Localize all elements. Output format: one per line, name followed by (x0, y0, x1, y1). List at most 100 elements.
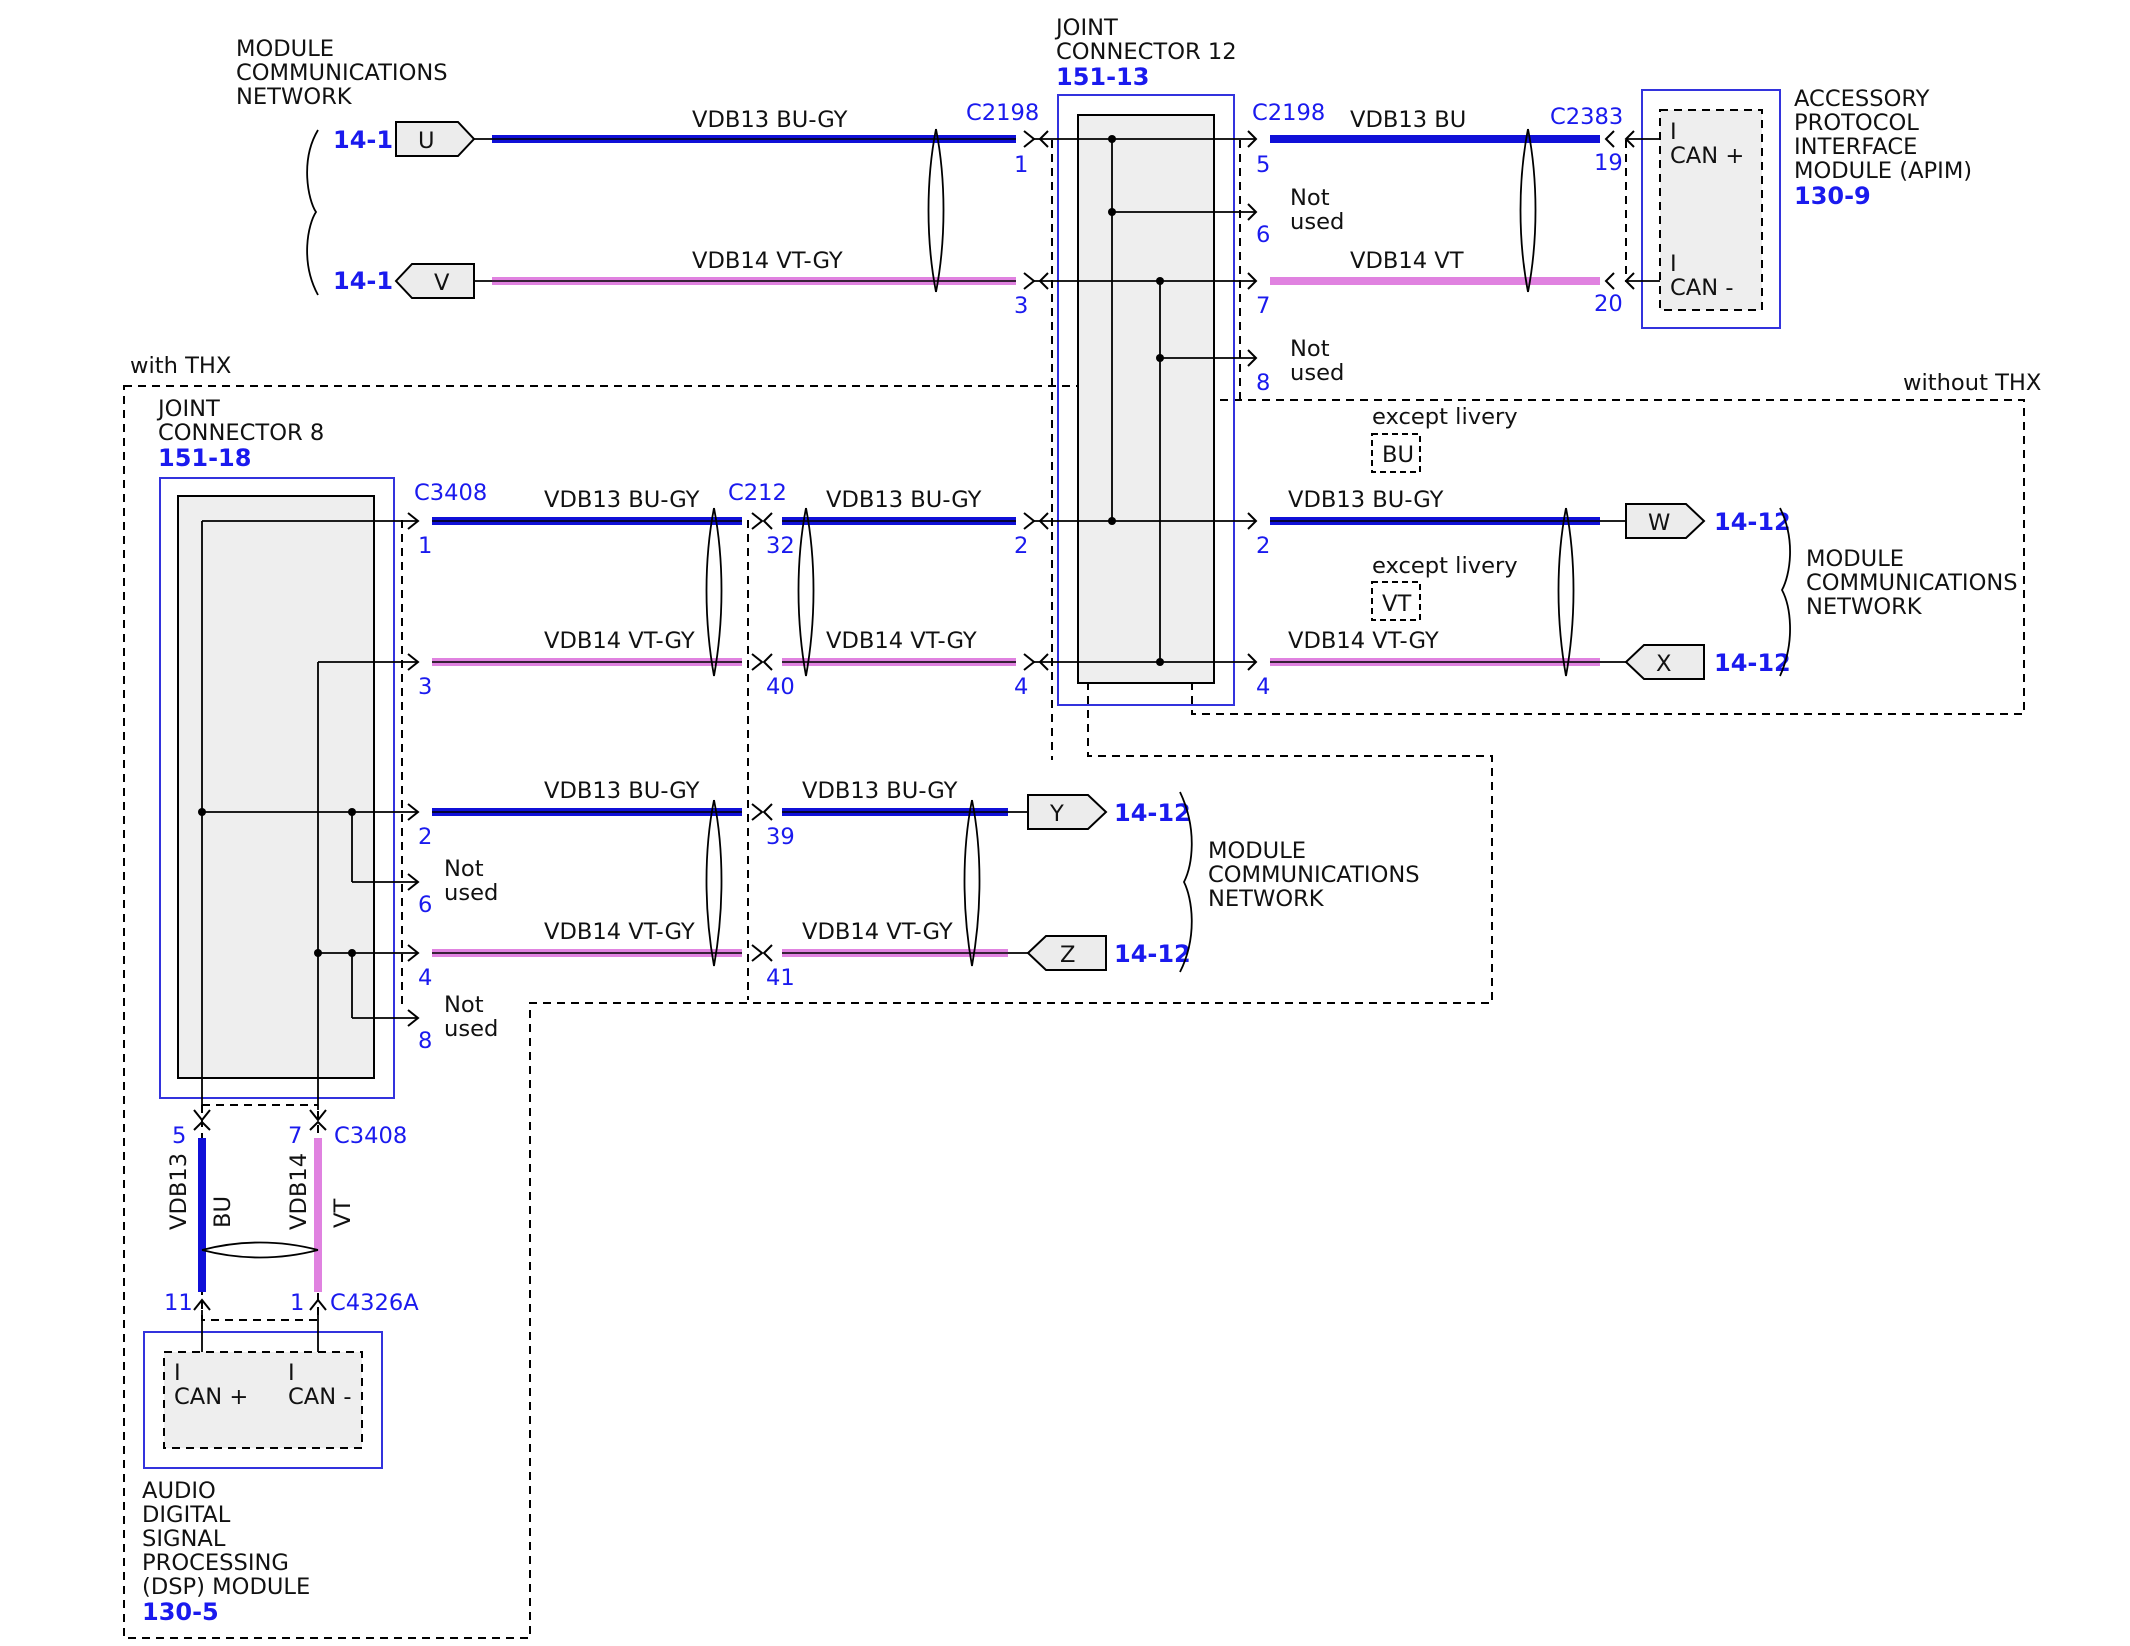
connector-c2383: C2383 (1550, 104, 1623, 130)
pin-numbers: 1 3 5 6 7 8 19 20 2 4 2 4 1 3 2 6 4 8 32… (164, 150, 1623, 1316)
with-thx-region (123, 385, 1493, 1639)
jc12-outline (1057, 94, 1235, 706)
ref-v-page: 14-1 (333, 267, 393, 295)
ref-z-letter: Z (1060, 942, 1075, 968)
livery-bu-box (1371, 433, 1421, 473)
dsp-label: AUDIO DIGITAL SIGNAL PROCESSING (DSP) MO… (142, 1478, 310, 1626)
svg-text:Not: Not (1290, 336, 1330, 362)
ref-v-letter: V (434, 270, 450, 296)
svg-text:I: I (174, 1360, 181, 1386)
svg-text:151-18: 151-18 (158, 444, 251, 472)
svg-text:COMMUNICATIONS: COMMUNICATIONS (1806, 570, 2018, 596)
svg-text:I: I (288, 1360, 295, 1386)
wire-mid-c1: VDB13 BU-GY (1288, 487, 1444, 513)
svg-text:I: I (1670, 251, 1677, 277)
not-used-jc8-8: Not used (444, 992, 498, 1042)
svg-text:ACCESSORY: ACCESSORY (1794, 86, 1930, 112)
svg-text:32: 32 (766, 533, 795, 559)
svg-text:3: 3 (1014, 293, 1028, 319)
wire-mid-b1: VDB13 BU-GY (826, 487, 982, 513)
dsp-pins: I CAN + I CAN - (174, 1360, 351, 1410)
wire-top-right-1: VDB13 BU (1350, 107, 1466, 133)
svg-text:used: used (444, 1016, 498, 1042)
svg-text:CAN +: CAN + (1670, 143, 1744, 169)
livery-vt-box (1371, 581, 1421, 621)
svg-text:1: 1 (418, 533, 432, 559)
without-thx-label: without THX (1903, 370, 2041, 396)
svg-text:CONNECTOR 12: CONNECTOR 12 (1056, 39, 1237, 65)
wire-v1-color: BU (210, 1196, 236, 1228)
ref-w-page: 14-12 (1714, 508, 1791, 536)
mcn-right-label: MODULE COMMUNICATIONS NETWORK (1806, 546, 2018, 620)
jc12-body (1077, 114, 1215, 684)
apim-pins: I CAN + I CAN - (1670, 119, 1744, 301)
ref-v-arrow (394, 263, 475, 299)
wire-v1-name: VDB13 (166, 1153, 192, 1230)
wire-mid-a2: VDB14 VT-GY (544, 628, 695, 654)
apim-outline (1641, 89, 1781, 329)
svg-text:Not: Not (444, 992, 484, 1018)
svg-text:2: 2 (1256, 533, 1270, 559)
mcn-mid-label: MODULE COMMUNICATIONS NETWORK (1208, 838, 1420, 912)
with-thx-label: with THX (130, 353, 231, 379)
svg-text:MODULE: MODULE (236, 36, 334, 62)
livery-bu-label: BU (1382, 442, 1414, 468)
svg-text:151-13: 151-13 (1056, 63, 1149, 91)
svg-text:4: 4 (1014, 674, 1028, 700)
svg-text:130-9: 130-9 (1794, 182, 1871, 210)
svg-text:JOINT: JOINT (1054, 15, 1118, 41)
svg-text:4: 4 (1256, 674, 1270, 700)
wire-mid-a1: VDB13 BU-GY (544, 487, 700, 513)
svg-text:7: 7 (288, 1123, 302, 1149)
svg-text:39: 39 (766, 824, 795, 850)
svg-text:MODULE: MODULE (1208, 838, 1306, 864)
svg-text:NETWORK: NETWORK (1806, 594, 1923, 620)
wire-low-a2: VDB14 VT-GY (544, 919, 695, 945)
svg-text:COMMUNICATIONS: COMMUNICATIONS (1208, 862, 1420, 888)
svg-text:INTERFACE: INTERFACE (1794, 134, 1917, 160)
svg-text:8: 8 (418, 1028, 432, 1054)
svg-text:5: 5 (1256, 152, 1270, 178)
wire-top-right-2: VDB14 VT (1350, 248, 1464, 274)
connector-c4326a: C4326A (330, 1290, 419, 1316)
wire-mid-c2: VDB14 VT-GY (1288, 628, 1439, 654)
svg-text:Not: Not (444, 856, 484, 882)
connector-c2198-left: C2198 (966, 100, 1039, 126)
ref-u-page: 14-1 (333, 126, 393, 154)
svg-text:used: used (444, 880, 498, 906)
svg-text:CAN +: CAN + (174, 1384, 248, 1410)
svg-text:Not: Not (1290, 185, 1330, 211)
jc8-body (177, 495, 375, 1079)
wire-top-left-2: VDB14 VT-GY (692, 248, 843, 274)
svg-text:CONNECTOR 8: CONNECTOR 8 (158, 420, 324, 446)
svg-text:used: used (1290, 360, 1344, 386)
svg-text:5: 5 (172, 1123, 186, 1149)
svg-text:7: 7 (1256, 293, 1270, 319)
jc12-label: JOINT CONNECTOR 12 151-13 (1054, 15, 1237, 91)
not-used-jc12-8: Not used (1290, 336, 1344, 386)
svg-text:PROCESSING: PROCESSING (142, 1550, 289, 1576)
svg-text:NETWORK: NETWORK (1208, 886, 1325, 912)
apim-body (1659, 109, 1763, 311)
svg-text:6: 6 (418, 892, 432, 918)
brace-right (1779, 507, 1791, 677)
not-used-jc12-6: Not used (1290, 185, 1344, 235)
ref-z-page: 14-12 (1114, 940, 1191, 968)
dsp-outline (143, 1331, 383, 1469)
svg-text:NETWORK: NETWORK (236, 84, 353, 110)
svg-text:41: 41 (766, 965, 795, 991)
svg-text:20: 20 (1594, 291, 1623, 317)
ref-w-arrow (1625, 503, 1706, 539)
wire-v2-color: VT (330, 1199, 356, 1228)
ref-x-page: 14-12 (1714, 649, 1791, 677)
svg-text:1: 1 (1014, 152, 1028, 178)
shield-dashed-8 (401, 520, 749, 1010)
svg-text:AUDIO: AUDIO (142, 1478, 216, 1504)
jc8-outline (159, 477, 395, 1099)
wire-low-a1: VDB13 BU-GY (544, 778, 700, 804)
wire-mid-b2: VDB14 VT-GY (826, 628, 977, 654)
jc8-internal (198, 520, 418, 1110)
svg-text:MODULE: MODULE (1806, 546, 1904, 572)
wire-top-left-1: VDB13 BU-GY (692, 107, 848, 133)
